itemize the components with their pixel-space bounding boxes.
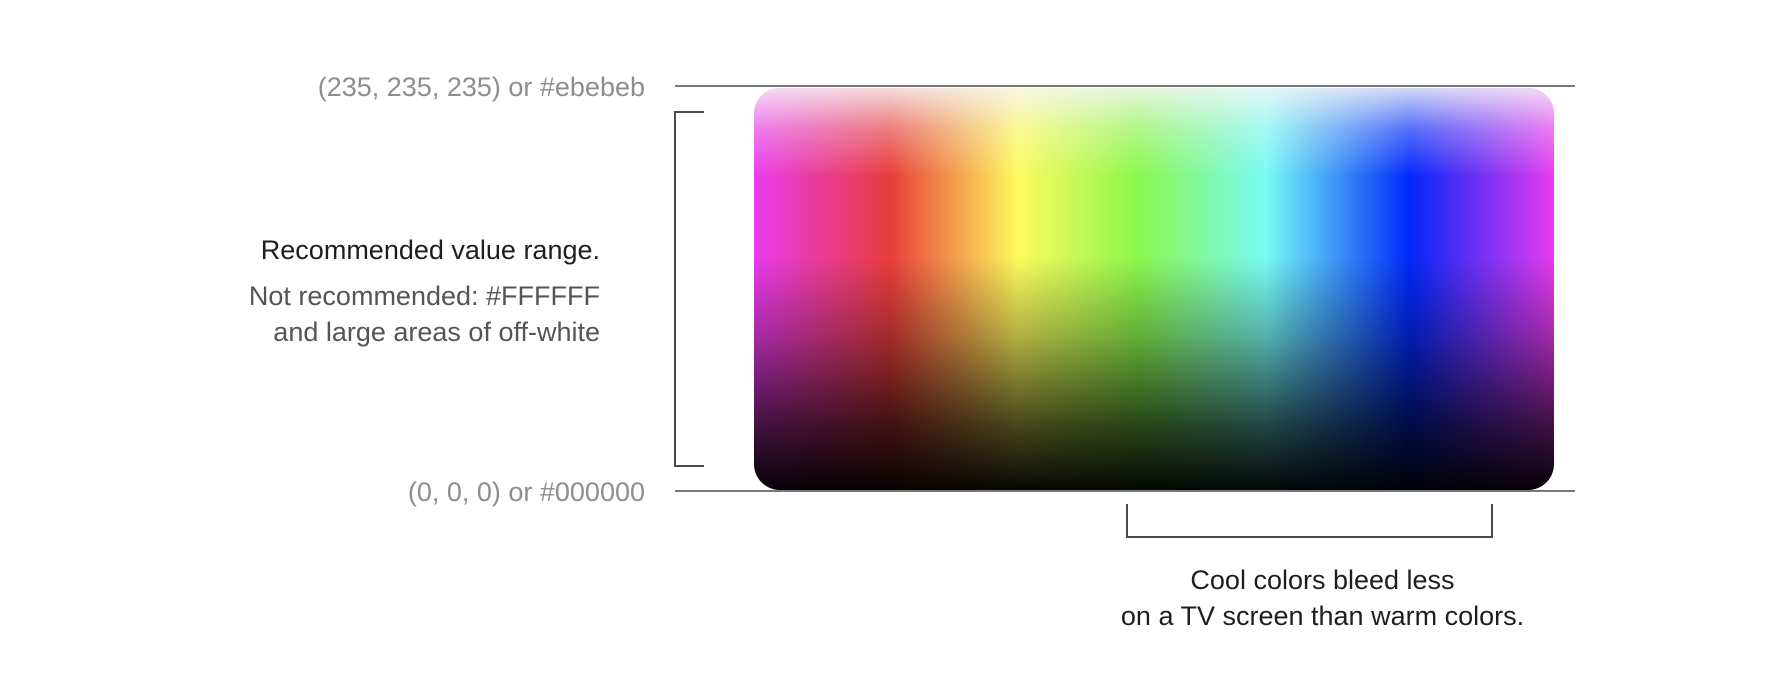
recommended-range-bracket (674, 111, 704, 467)
spectrum-dark-overlay (754, 88, 1554, 490)
cool-colors-bracket (1126, 504, 1493, 538)
recommendation-title: Recommended value range. (260, 235, 600, 265)
recommendation-note-line-1: Not recommended: #FFFFFF (248, 281, 600, 311)
cool-colors-note: Cool colors bleed less on a TV screen th… (1050, 562, 1595, 634)
recommendation-block: Recommended value range. Not recommended… (249, 234, 600, 350)
top-range-line (675, 85, 1575, 87)
top-value-label: (235, 235, 235) or #ebebeb (317, 72, 645, 102)
bottom-value-label: (0, 0, 0) or #000000 (407, 477, 645, 507)
color-spectrum (754, 88, 1554, 490)
cool-colors-note-line-2: on a TV screen than warm colors. (1120, 601, 1525, 631)
recommendation-note-line-2: and large areas of off-white (273, 317, 600, 347)
cool-colors-note-line-1: Cool colors bleed less (1190, 565, 1455, 595)
recommendation-note: Not recommended: #FFFFFF and large areas… (249, 278, 600, 350)
bottom-range-line (675, 490, 1575, 492)
